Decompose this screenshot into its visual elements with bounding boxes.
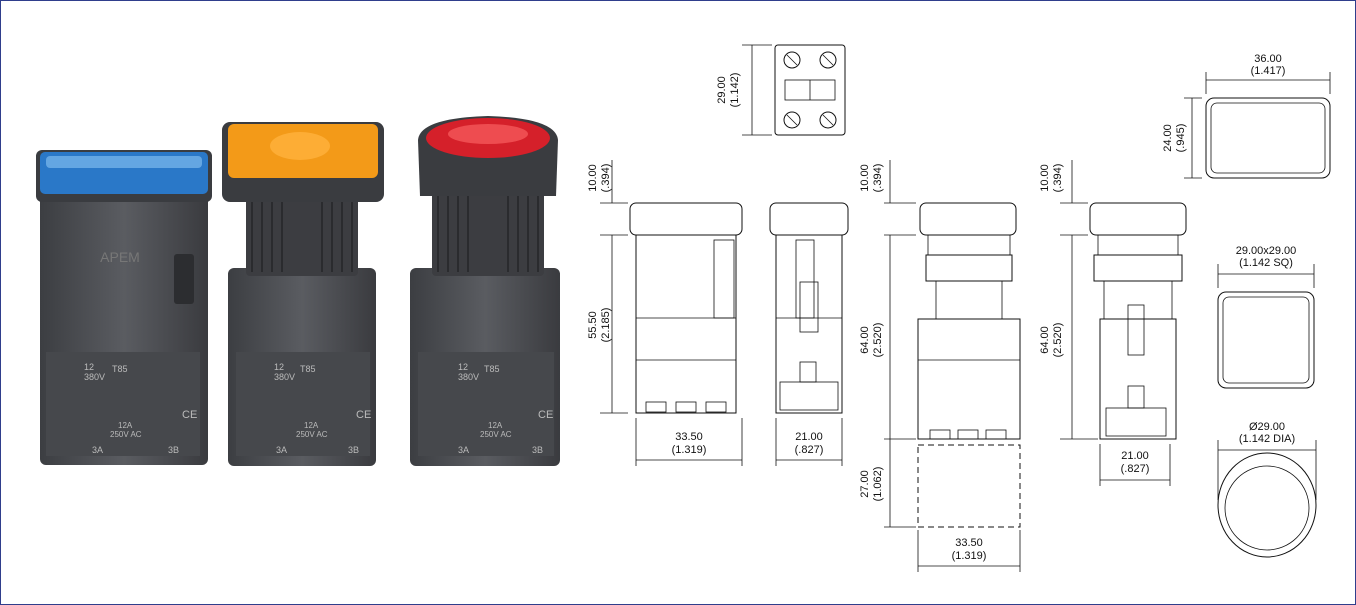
rating-marking: 12 bbox=[84, 362, 94, 372]
dim-label: 21.00 bbox=[1121, 450, 1149, 462]
terminal-label: 3A bbox=[458, 445, 469, 455]
voltage-marking: 250V AC bbox=[110, 430, 142, 439]
ce-mark: CE bbox=[182, 409, 197, 421]
dim-label: (1.142 DIA) bbox=[1239, 433, 1295, 445]
dim-label: (2.520) bbox=[1052, 323, 1064, 358]
pushbutton-photo: APEM 12 380V T85 CE 12A 250V AC 3A 3B bbox=[36, 116, 560, 466]
ce-mark: CE bbox=[356, 409, 371, 421]
dim-label: 27.00 bbox=[859, 470, 871, 498]
side-view-1: 10.00 (.394) 55.50 (2.185) 33.50 (1.319) bbox=[587, 160, 743, 466]
current-marking: 12A bbox=[488, 421, 503, 430]
rating-marking: 12 bbox=[274, 362, 284, 372]
dim-label: (.827) bbox=[1121, 463, 1150, 475]
dim-label: 36.00 bbox=[1254, 53, 1282, 65]
temp-marking: T85 bbox=[112, 364, 128, 374]
top-view: 29.00 (1.142) bbox=[716, 44, 846, 136]
dim-label: 64.00 bbox=[859, 326, 871, 354]
terminal-label: 3B bbox=[532, 445, 543, 455]
blue-pushbutton: APEM 12 380V T85 CE 12A 250V AC 3A 3B bbox=[36, 150, 212, 465]
dim-label: (2.185) bbox=[600, 308, 612, 343]
technical-drawing: 29.00 (1.142) 10.00 (.394) 55.50 (2.185)… bbox=[587, 44, 1331, 572]
current-marking: 12A bbox=[304, 421, 319, 430]
rating-marking: 380V bbox=[274, 372, 295, 382]
brand-marking: APEM bbox=[100, 249, 140, 265]
dim-label: (.394) bbox=[600, 164, 612, 193]
red-pushbutton: 12 380V T85 CE 12A 250V AC 3A 3B bbox=[410, 116, 560, 466]
cap-outlines: 36.00 (1.417) 24.00 (.945) 29.00x29.00 (… bbox=[1162, 53, 1331, 558]
terminal-label: 3B bbox=[168, 445, 179, 455]
dim-label: 33.50 bbox=[675, 431, 703, 443]
dim-label: (1.319) bbox=[672, 444, 707, 456]
dim-label: 10.00 bbox=[859, 164, 871, 192]
side-view-4: 10.00 (.394) 64.00 (2.520) 21.00 (.827) bbox=[1039, 160, 1187, 486]
dim-label: (1.062) bbox=[872, 467, 884, 502]
dim-label: (2.520) bbox=[872, 323, 884, 358]
dim-label: 24.00 bbox=[1162, 124, 1174, 152]
dim-label: (.394) bbox=[872, 164, 884, 193]
temp-marking: T85 bbox=[300, 364, 316, 374]
dim-label: 55.50 bbox=[587, 311, 599, 339]
dim-label: 21.00 bbox=[795, 431, 823, 443]
dim-label: 10.00 bbox=[1039, 164, 1051, 192]
dim-label: (1.319) bbox=[952, 550, 987, 562]
dim-label: 64.00 bbox=[1039, 326, 1051, 354]
dim-label: 33.50 bbox=[955, 537, 983, 549]
rating-marking: 380V bbox=[458, 372, 479, 382]
terminal-label: 3A bbox=[92, 445, 103, 455]
temp-marking: T85 bbox=[484, 364, 500, 374]
rating-marking: 12 bbox=[458, 362, 468, 372]
dim-label: (.394) bbox=[1052, 164, 1064, 193]
dim-label: (1.142 SQ) bbox=[1239, 257, 1293, 269]
dim-label: 10.00 bbox=[587, 164, 599, 192]
voltage-marking: 250V AC bbox=[296, 430, 328, 439]
dim-label: (1.417) bbox=[1251, 65, 1286, 77]
side-view-2: 21.00 (.827) bbox=[769, 202, 849, 466]
dim-label: 29.00 bbox=[716, 76, 728, 104]
dim-label: Ø29.00 bbox=[1249, 421, 1285, 433]
dim-label: (.945) bbox=[1175, 124, 1187, 153]
dim-label: 29.00x29.00 bbox=[1236, 245, 1297, 257]
terminal-label: 3A bbox=[276, 445, 287, 455]
amber-pushbutton: 12 380V T85 CE 12A 250V AC 3A 3B bbox=[222, 122, 384, 466]
voltage-marking: 250V AC bbox=[480, 430, 512, 439]
current-marking: 12A bbox=[118, 421, 133, 430]
terminal-label: 3B bbox=[348, 445, 359, 455]
ce-mark: CE bbox=[538, 409, 553, 421]
side-view-3: 10.00 (.394) 64.00 (2.520) 27.00 (1.062)… bbox=[859, 160, 1021, 572]
rating-marking: 380V bbox=[84, 372, 105, 382]
dim-label: (1.142) bbox=[729, 73, 741, 108]
dim-label: (.827) bbox=[795, 444, 824, 456]
